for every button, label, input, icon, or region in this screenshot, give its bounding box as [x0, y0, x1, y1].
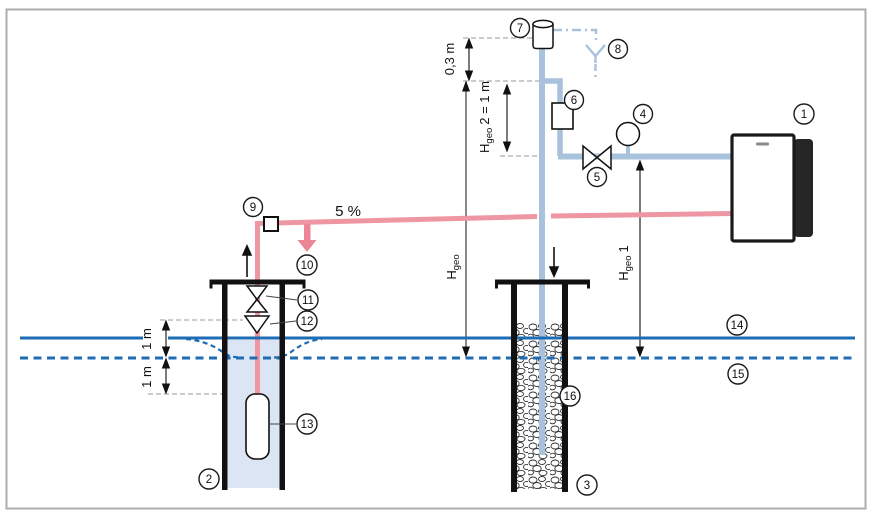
arrowhead	[464, 37, 474, 49]
heat-pump-front-panel	[730, 133, 796, 243]
image-border	[5, 8, 867, 510]
svg-text:13: 13	[301, 419, 314, 431]
arrowhead	[241, 244, 253, 256]
drawdown-curve-right	[273, 337, 323, 359]
hgeo1-dimension-label: Hgeo1	[616, 245, 634, 280]
callout-2: 2	[198, 468, 220, 490]
svg-text:11: 11	[302, 295, 314, 307]
arrowhead	[161, 357, 171, 369]
warm-pipe-sloped-left	[254, 214, 538, 226]
callout-leaders	[265, 295, 298, 425]
arrowhead	[635, 159, 645, 171]
hgeo2-dimension-label: Hgeo2 = 1 m	[477, 81, 495, 153]
extraction-well-cap	[209, 279, 306, 285]
arrowhead	[502, 141, 512, 153]
svg-text:15: 15	[732, 369, 745, 381]
svg-text:14: 14	[731, 320, 744, 332]
offset-dimension-label: 0,3 m	[442, 43, 457, 76]
open-vessel-rim	[532, 19, 554, 29]
extraction-well-wall-left	[222, 284, 228, 490]
depth1-dimension-label: 1 m	[139, 328, 154, 350]
overflow-line	[553, 28, 606, 78]
svg-text:8: 8	[615, 44, 621, 56]
callout-12: 12	[296, 310, 318, 332]
callout-4: 4	[632, 103, 654, 125]
svg-text:1: 1	[801, 109, 807, 121]
svg-text:2: 2	[206, 474, 212, 486]
callout-8: 8	[607, 38, 629, 60]
svg-text:9: 9	[250, 202, 256, 214]
arrowhead	[161, 383, 171, 395]
svg-text:7: 7	[517, 23, 523, 35]
slope-label: 5 %	[335, 203, 361, 220]
heat-pump-logo	[756, 142, 769, 146]
heat-pump	[730, 133, 813, 243]
arrowhead	[462, 80, 470, 92]
drawdown-curve-left	[185, 337, 243, 359]
dimension-labels: 0,3 m Hgeo2 = 1 m Hgeo Hgeo1 1 m 1 m 5 %	[139, 43, 634, 388]
svg-text:5: 5	[594, 172, 600, 184]
svg-text:10: 10	[301, 260, 314, 272]
submersible-pump	[245, 393, 270, 460]
svg-text:3: 3	[584, 480, 590, 492]
funnel-icon	[585, 44, 606, 58]
arrowhead	[502, 83, 512, 95]
callout-5: 5	[586, 166, 608, 188]
arrowhead	[635, 346, 645, 358]
arrowhead	[548, 266, 560, 278]
cap-tick	[302, 284, 306, 289]
warm-pipe-sloped-right	[550, 211, 734, 219]
depth2-dimension-label: 1 m	[139, 366, 154, 388]
overflow-dashdot-pipe	[553, 28, 598, 44]
cold-pipe-branch	[542, 78, 563, 156]
arrowhead	[161, 346, 171, 358]
leader-11	[265, 295, 298, 301]
leader-12	[269, 320, 297, 325]
heat-pump-side-panel	[794, 139, 813, 237]
cap-tick	[209, 284, 213, 289]
callout-11: 11	[297, 289, 319, 311]
arrowhead	[462, 346, 470, 358]
open-vessel-body	[532, 24, 554, 50]
callout-10: 10	[296, 254, 318, 276]
cap-tick	[495, 284, 498, 289]
callouts: 1 2 3 4 5 6 7 8 9 10 11 12 13 14 15 16	[198, 17, 815, 496]
svg-text:4: 4	[640, 109, 647, 121]
extraction-well-wall-right	[279, 284, 285, 490]
in-well-components	[243, 285, 271, 460]
arrowhead	[161, 319, 171, 331]
arrowhead	[464, 70, 474, 82]
callout-13: 13	[296, 413, 318, 435]
svg-text:6: 6	[571, 95, 577, 107]
hgeo-dimension-label: Hgeo	[444, 254, 462, 279]
callout-1: 1	[793, 103, 815, 125]
callout-16: 16	[559, 385, 581, 407]
surface-components	[241, 19, 813, 278]
flow-arrows	[241, 244, 560, 278]
pipe-fitting	[263, 216, 279, 232]
callout-6: 6	[563, 89, 585, 111]
svg-text:12: 12	[301, 316, 314, 328]
callout-3: 3	[576, 474, 598, 496]
injection-well-wall-left	[511, 284, 517, 492]
injection-well-cap	[495, 279, 590, 285]
callout-9: 9	[242, 196, 264, 218]
svg-text:16: 16	[564, 391, 577, 403]
callout-7: 7	[509, 17, 531, 39]
well-shutoff-valve-icon	[245, 285, 269, 313]
shutoff-valve-icon	[582, 144, 612, 171]
pipes	[254, 48, 734, 455]
check-valve-icon	[243, 315, 271, 335]
control-box	[551, 102, 574, 130]
cap-tick	[587, 284, 590, 289]
pressure-gauge	[615, 121, 641, 147]
callout-15: 15	[727, 363, 749, 385]
callout-14: 14	[726, 314, 748, 336]
drain-arrow-icon	[297, 224, 317, 252]
